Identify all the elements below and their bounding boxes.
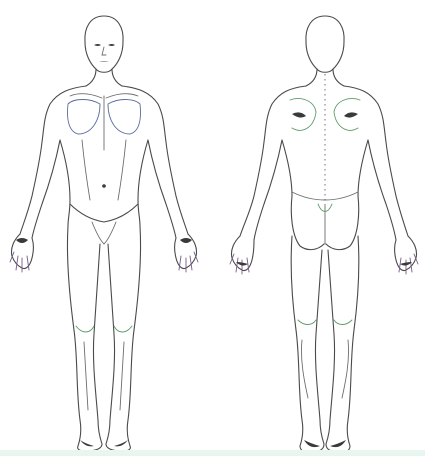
front-right-fingers: [179, 252, 198, 272]
back-right-hand-shade: [400, 262, 412, 266]
back-left-calf: [301, 340, 308, 398]
front-chest-left: [67, 100, 100, 135]
front-left-hand-shade: [16, 238, 28, 243]
front-nose: [102, 47, 106, 55]
front-right-shin: [120, 342, 124, 410]
front-flank-left: [60, 140, 70, 226]
front-groin: [92, 222, 116, 244]
front-right-hand-shade: [180, 238, 192, 243]
back-torso-left: [240, 86, 306, 236]
front-left-fingers: [10, 252, 29, 272]
front-abdomen-right: [118, 140, 126, 200]
back-right-leg-outer: [347, 236, 359, 446]
front-left-shin: [84, 342, 88, 410]
back-neck-right: [333, 69, 344, 86]
front-collar-right: [106, 94, 138, 98]
back-left-knee-crease: [298, 320, 316, 325]
back-left-buttock: [291, 196, 324, 250]
front-right-leg-outer: [127, 226, 140, 446]
front-right-knee: [114, 326, 132, 332]
front-right-leg-inner: [106, 244, 115, 444]
back-left-hand-shade: [236, 262, 248, 266]
front-left-foot-shade: [80, 440, 94, 446]
back-right-calf: [342, 340, 349, 398]
front-head: [85, 16, 123, 72]
front-navel: [102, 184, 106, 188]
back-right-leg-inner: [326, 250, 335, 444]
back-inner-arm-left: [254, 140, 282, 240]
front-inner-arm-left: [32, 140, 60, 238]
back-left-leg-inner: [315, 250, 324, 444]
back-right-buttock: [326, 196, 359, 250]
front-abdomen-left: [82, 140, 90, 200]
front-chest-right: [108, 100, 141, 135]
back-flank-left: [282, 140, 292, 196]
front-body-figure: [10, 16, 198, 451]
front-torso-left: [20, 86, 86, 234]
back-flank-right: [358, 140, 368, 196]
front-pelvis: [70, 204, 138, 222]
back-body-figure: [230, 16, 418, 453]
back-left-leg-outer: [291, 236, 303, 446]
front-left-leg-inner: [93, 244, 102, 444]
front-left-knee: [76, 326, 94, 332]
front-collar-left: [70, 94, 102, 98]
back-neck-left: [306, 69, 317, 86]
front-right-eye: [108, 44, 115, 46]
front-left-eye: [94, 44, 101, 46]
front-inner-arm-right: [148, 140, 176, 238]
front-right-foot-shade: [114, 440, 128, 446]
back-right-knee-crease: [334, 320, 352, 325]
bottom-band: [0, 450, 425, 456]
front-flank-right: [138, 140, 148, 226]
back-right-blade-shade: [344, 112, 358, 117]
back-left-blade-shade: [292, 112, 306, 117]
back-torso-right: [344, 86, 408, 236]
front-neck-left: [86, 69, 96, 86]
front-mouth: [99, 61, 109, 62]
back-left-heel-shade: [304, 440, 320, 447]
back-right-heel-shade: [330, 440, 346, 447]
back-lower-back: [292, 192, 358, 200]
front-neck-right: [112, 69, 122, 86]
back-inner-arm-right: [368, 140, 396, 240]
back-head: [306, 16, 344, 72]
front-left-leg-outer: [67, 226, 80, 446]
front-torso-right: [122, 86, 188, 234]
